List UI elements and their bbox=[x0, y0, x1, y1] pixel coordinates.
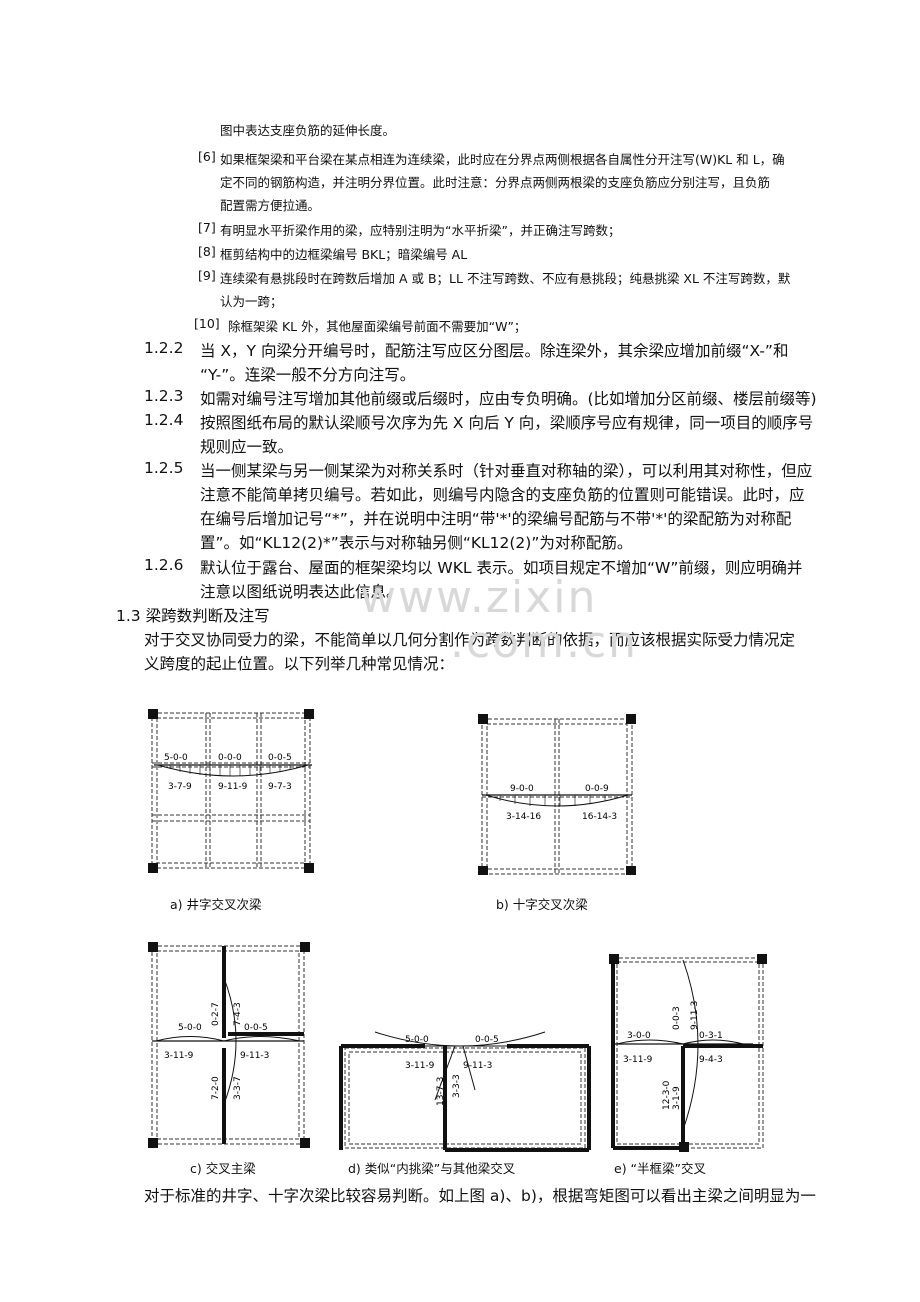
section-1-2-4-number: 1.2.4 bbox=[144, 411, 184, 429]
e-vert-label-1: 0-0-3 bbox=[672, 1006, 682, 1030]
figure-a-caption: a) 井字交叉次梁 bbox=[170, 897, 262, 912]
section-1-2-3-line1: 如需对编号注写增加其他前缀或后缀时，应由专负明确。(比如增加分区前缀、楼层前缀等… bbox=[200, 390, 817, 408]
section-1-2-6-line2: 注意以图纸说明表达此信息。 bbox=[200, 583, 402, 601]
figure-d-diagram: 5-0-0 0-0-5 3-11-9 9-11-3 13-7-3 3-3-3 bbox=[339, 1031, 591, 1152]
c-top-label-2: 0-0-5 bbox=[244, 1023, 268, 1033]
d-bot-label-2: 9-11-3 bbox=[463, 1061, 492, 1071]
section-1-2-2-line2: “Y-”。连梁一般不分方向注写。 bbox=[200, 366, 416, 384]
note-9-line1: 连续梁有悬挑段时在跨数后增加 A 或 B；LL 不注写跨数、不应有悬挑段；纯悬挑… bbox=[220, 271, 791, 286]
figure-d-caption: d) 类似“内挑梁”与其他梁交叉 bbox=[348, 1161, 516, 1176]
a-top-label-3: 0-0-5 bbox=[268, 753, 292, 763]
note-9-line2: 认为一跨； bbox=[220, 294, 283, 309]
note-6-line3: 配置需方便拉通。 bbox=[220, 198, 321, 213]
section-1-2-4-line2: 规则应一致。 bbox=[200, 438, 294, 456]
c-vert-label-2: 7-4-3 bbox=[233, 1002, 243, 1026]
e-bot-label-2: 9-4-3 bbox=[699, 1055, 723, 1065]
section-1-2-5-line1: 当一侧某梁与另一侧某梁为对称关系时（针对垂直对称轴的梁），可以利用其对称性，但应 bbox=[200, 462, 813, 480]
e-vert-label-2: 9-11-3 bbox=[690, 1001, 700, 1030]
c-bot-label-2: 9-11-3 bbox=[240, 1051, 269, 1061]
section-1-2-4-line1: 按照图纸布局的默认梁顺号次序为先 X 向后 Y 向，梁顺序号应有规律，同一项目的… bbox=[200, 414, 814, 432]
d-vert-label-2: 3-3-3 bbox=[452, 1074, 462, 1098]
c-vert-label-4: 3-3-7 bbox=[233, 1076, 243, 1100]
e-vert-label-3: 12-3-0 bbox=[662, 1080, 672, 1110]
d-bot-label-1: 3-11-9 bbox=[405, 1061, 435, 1071]
section-1-2-5-line2: 注意不能简单拷贝编号。若如此，则编号内隐含的支座负筋的位置则可能错误。此时，应 bbox=[200, 486, 805, 504]
figure-e-caption: e) “半框梁”交叉 bbox=[614, 1161, 706, 1176]
e-bot-label-1: 3-11-9 bbox=[623, 1055, 653, 1065]
note-7-number: [7] bbox=[198, 220, 216, 235]
closing-paragraph: 对于标准的井字、十字次梁比较容易判断。如上图 a)、b)，根据弯矩图可以看出主梁… bbox=[144, 1187, 816, 1205]
figure-c-caption: c) 交叉主梁 bbox=[190, 1161, 256, 1176]
note-9-number: [9] bbox=[198, 268, 216, 283]
figure-a-diagram: 5-0-0 0-0-0 0-0-5 3-7-9 9-11-9 9-7-3 bbox=[148, 709, 314, 873]
section-1-2-5-number: 1.2.5 bbox=[144, 459, 184, 477]
section-1-3-para-line2: 义跨度的起止位置。以下列举几种常见情况： bbox=[144, 655, 455, 673]
d-top-label-2: 0-0-5 bbox=[475, 1035, 499, 1045]
a-top-label-2: 0-0-0 bbox=[218, 753, 242, 763]
b-bot-label-2: 16-14-3 bbox=[582, 812, 617, 822]
figure-c-diagram: 5-0-0 0-0-5 3-11-9 9-11-3 0-2-7 7-4-3 7-… bbox=[148, 942, 310, 1148]
a-bot-label-2: 9-11-9 bbox=[218, 782, 248, 792]
section-1-2-5-line4: 置”。如“KL12(2)*”表示与对称轴另侧“KL12(2)”为对称配筋。 bbox=[200, 534, 633, 552]
note-6-line1: 如果框架梁和平台梁在某点相连为连续梁，此时应在分界点两侧根据各自属性分开注写(W… bbox=[220, 152, 785, 167]
section-1-3-title: 1.3 梁跨数判断及注写 bbox=[116, 607, 270, 625]
note-8-number: [8] bbox=[198, 244, 216, 259]
b-top-label-2: 0-0-9 bbox=[585, 784, 609, 794]
figure-b-caption: b) 十字交叉次梁 bbox=[496, 897, 588, 912]
d-top-label-1: 5-0-0 bbox=[405, 1035, 429, 1045]
watermark-line2: .com.cn bbox=[450, 617, 639, 668]
e-top-label-1: 3-0-0 bbox=[627, 1031, 651, 1041]
e-top-label-2: 0-3-1 bbox=[699, 1031, 723, 1041]
watermark-line1: www.zixin bbox=[360, 572, 598, 623]
section-1-2-6-number: 1.2.6 bbox=[144, 556, 184, 574]
section-1-2-2-number: 1.2.2 bbox=[144, 339, 184, 357]
note-6-number: [6] bbox=[198, 149, 216, 164]
section-1-2-3-number: 1.2.3 bbox=[144, 387, 184, 405]
a-bot-label-3: 9-7-3 bbox=[268, 782, 292, 792]
a-top-label-1: 5-0-0 bbox=[164, 753, 188, 763]
figure-e-diagram: 3-0-0 0-3-1 3-11-9 9-4-3 0-0-3 9-11-3 12… bbox=[609, 954, 767, 1152]
note-6-line2: 定不同的钢筋构造，并注明分界位置。此时注意：分界点两侧两根梁的支座负筋应分别注写… bbox=[220, 175, 771, 190]
c-vert-label-3: 7-2-0 bbox=[211, 1076, 221, 1100]
note-5-continuation: 图中表达支座负筋的延伸长度。 bbox=[220, 123, 396, 138]
figure-b-diagram: 9-0-0 0-0-9 3-14-16 16-14-3 bbox=[478, 714, 636, 875]
a-bot-label-1: 3-7-9 bbox=[168, 782, 192, 792]
section-1-3-para-line1: 对于交叉协同受力的梁，不能简单以几何分割作为跨数判断的依据，而应该根据实际受力情… bbox=[144, 631, 796, 649]
c-vert-label-1: 0-2-7 bbox=[211, 1002, 221, 1026]
c-top-label-1: 5-0-0 bbox=[178, 1023, 202, 1033]
d-vert-label-1: 13-7-3 bbox=[436, 1077, 446, 1106]
note-8-text: 框剪结构中的边框梁编号 BKL；暗梁编号 AL bbox=[220, 247, 468, 262]
note-7-text: 有明显水平折梁作用的梁，应特别注明为“水平折梁”，并正确注写跨数； bbox=[220, 223, 621, 238]
section-1-2-6-line1: 默认位于露台、屋面的框架梁均以 WKL 表示。如项目规定不增加“W”前缀，则应明… bbox=[200, 559, 803, 577]
section-1-2-5-line3: 在编号后增加记号“*”，并在说明中注明“带'*'的梁编号配筋与不带'*'的梁配筋… bbox=[200, 510, 792, 528]
b-bot-label-1: 3-14-16 bbox=[506, 812, 541, 822]
e-vert-label-4: 3-1-9 bbox=[672, 1086, 682, 1110]
section-1-2-2-line1: 当 X，Y 向梁分开编号时，配筋注写应区分图层。除连梁外，其余梁应增加前缀“X-… bbox=[200, 342, 789, 360]
note-10-text: 除框架梁 KL 外，其他屋面梁编号前面不需要加“W”； bbox=[228, 319, 527, 334]
c-bot-label-1: 3-11-9 bbox=[164, 1051, 194, 1061]
b-top-label-1: 9-0-0 bbox=[510, 784, 534, 794]
note-10-number: [10] bbox=[194, 316, 220, 331]
